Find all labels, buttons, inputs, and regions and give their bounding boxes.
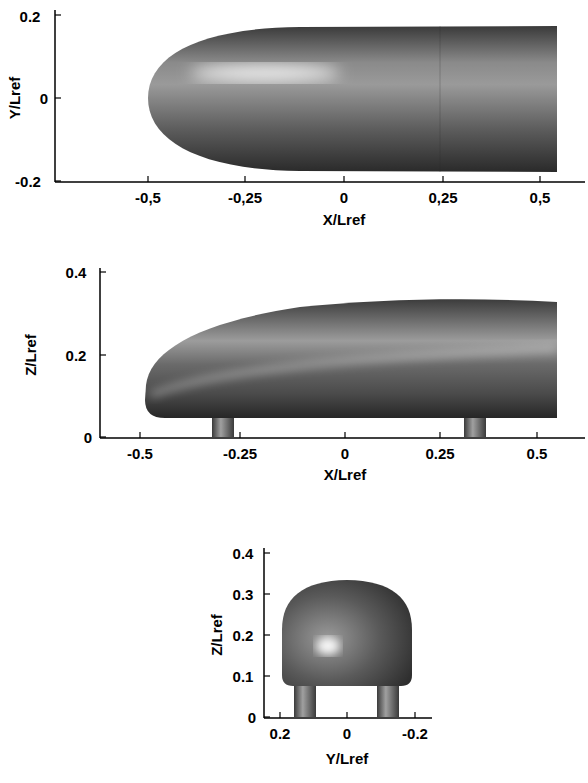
tick-label: 0 <box>343 726 351 741</box>
tick-label: 0 <box>340 190 348 205</box>
tick-label: 0.2 <box>270 726 291 741</box>
axis-title: X/Lref <box>324 467 367 482</box>
tick-label: 0.2 <box>20 9 41 24</box>
tick-label: -0.2 <box>15 174 41 189</box>
tick-label: 0 <box>341 446 349 461</box>
tick-label: 0.3 <box>233 587 254 602</box>
tick-label: -0.5 <box>127 446 153 461</box>
axis-title: Y/Lref <box>7 77 22 120</box>
tick-label: 0.5 <box>527 446 548 461</box>
axis-title: Y/Lref <box>326 751 369 766</box>
tick-label: 0.25 <box>425 446 454 461</box>
tick-label: -0,25 <box>228 190 262 205</box>
axis-title: Z/Lref <box>23 334 38 376</box>
tick-label: 0,5 <box>530 190 551 205</box>
tick-label: 0.2 <box>233 628 254 643</box>
tick-label: -0.2 <box>402 726 428 741</box>
tick-label: -0,5 <box>135 190 161 205</box>
axis-title: X/Lref <box>323 212 366 227</box>
tick-label: 0.4 <box>66 265 87 280</box>
tick-label: 0.4 <box>233 546 254 561</box>
tick-label: 0,25 <box>428 190 457 205</box>
axis-title: Z/Lref <box>209 614 224 656</box>
tick-label: 0.1 <box>233 669 254 684</box>
tick-label: -0.25 <box>223 446 257 461</box>
tick-label: 0 <box>248 710 256 725</box>
tick-label: 0 <box>40 91 48 106</box>
tick-label: 0.2 <box>66 348 87 363</box>
tick-label: 0 <box>84 430 92 445</box>
